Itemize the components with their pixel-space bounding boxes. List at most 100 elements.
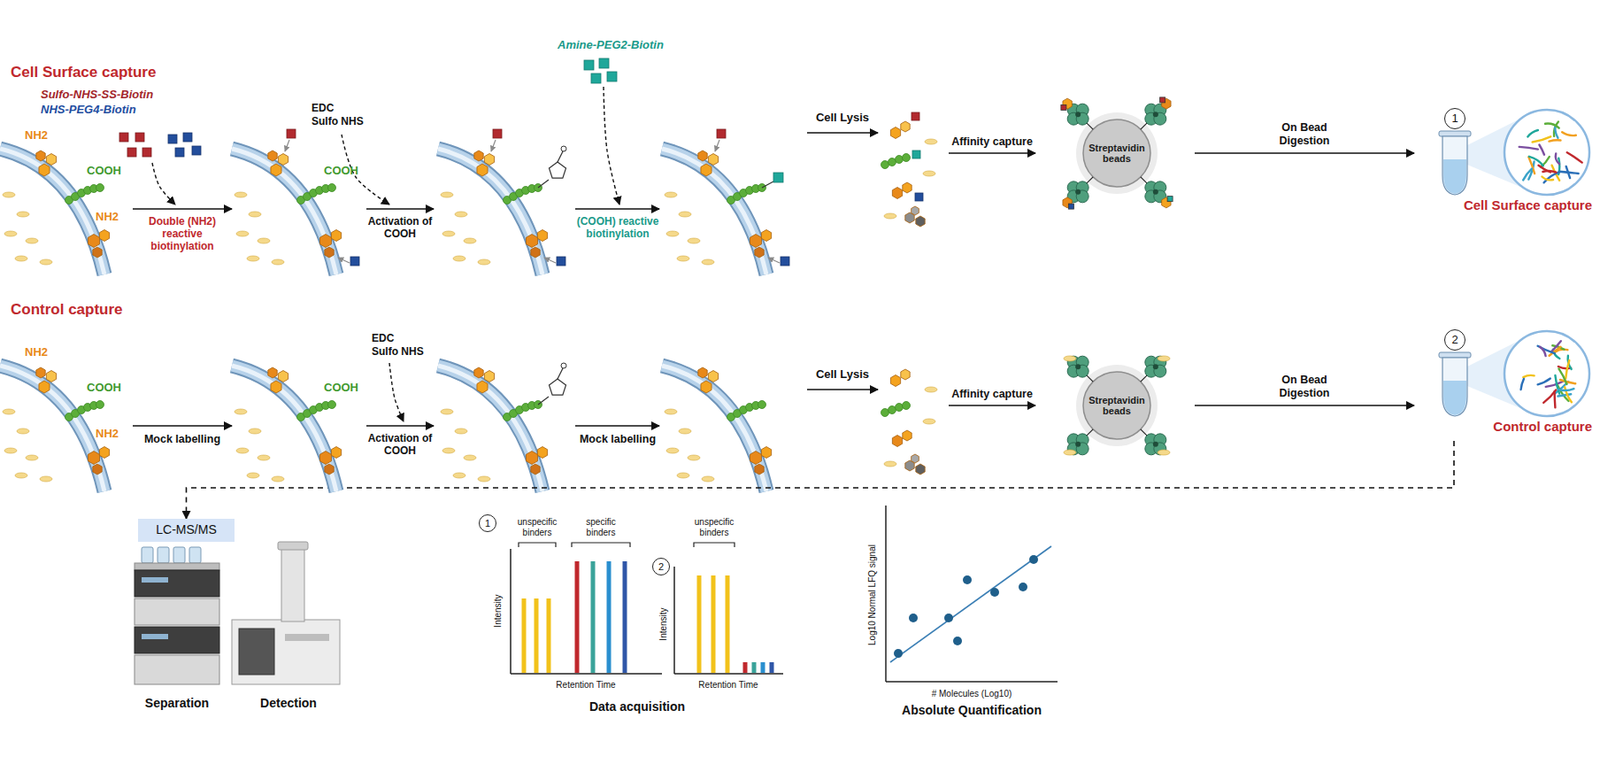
ms-panel <box>238 628 275 675</box>
membrane-stage <box>661 129 790 275</box>
protein-subunit <box>38 380 50 393</box>
membrane-stage: NH2COOHNH2 <box>0 123 133 275</box>
cytosolic-protein <box>25 238 39 244</box>
cytosolic-protein <box>678 428 692 434</box>
text-label: Cell Surface capture <box>10 63 156 82</box>
cytosolic-protein <box>15 255 28 262</box>
intensity-bar <box>522 598 527 673</box>
biotin-tag <box>716 129 726 139</box>
cytosolic-protein <box>884 213 897 219</box>
protein-subunit <box>277 153 288 166</box>
axis <box>674 672 784 675</box>
text-label: Activation of COOH <box>360 215 440 241</box>
biotin-tag <box>1061 104 1067 110</box>
cytosolic-protein <box>664 192 677 198</box>
node-text: 2 <box>1451 333 1458 347</box>
cytosolic-protein <box>442 230 455 237</box>
intensity-bar <box>534 598 539 673</box>
protein-chain <box>96 400 105 409</box>
cytosolic-protein <box>676 472 690 478</box>
membrane-figure <box>231 123 365 275</box>
pointer-arrow <box>768 257 780 263</box>
peptide <box>1532 136 1552 142</box>
protein-subunit <box>36 150 46 162</box>
text-label: Double (NH2) reactive biotinylation <box>136 215 229 253</box>
protein-subunit <box>915 463 925 475</box>
reagent-arrow <box>389 362 404 422</box>
peptide <box>1558 388 1574 391</box>
lc-module <box>134 598 220 625</box>
chemical-bond <box>557 368 563 379</box>
protein-subunit <box>324 246 334 258</box>
cytosolic-protein <box>687 238 700 244</box>
streptavidin-bead <box>1083 119 1151 187</box>
protein-subunit <box>476 163 488 177</box>
biotin-tag <box>1160 97 1166 103</box>
protein-subunit <box>46 370 56 383</box>
biotin-tag <box>119 132 129 142</box>
protein-subunit <box>530 246 540 258</box>
intensity-bar <box>761 661 766 673</box>
protein-subunit <box>476 380 488 393</box>
protein-subunit <box>474 367 484 378</box>
cytosolic-protein <box>25 454 39 461</box>
node-text: NH2 <box>95 427 119 441</box>
peptide <box>1554 126 1558 138</box>
cytosolic-protein <box>39 259 53 265</box>
cytosolic-protein <box>248 428 262 434</box>
sample-tube-panel: Cell Surface capture1 <box>1414 106 1596 220</box>
intensity-bar <box>752 661 757 673</box>
process-arrow <box>807 388 878 391</box>
text-label: Absolute Quantification <box>883 702 1061 717</box>
streptavidin-subunit <box>1076 442 1089 455</box>
streptavidin-core <box>1075 441 1081 447</box>
protein-subunit <box>526 234 539 248</box>
cytosolic-protein <box>1063 355 1077 362</box>
pointer-arrow <box>715 139 720 152</box>
chemical-bond <box>761 181 774 188</box>
connector-arrow <box>132 424 232 427</box>
protein-subunit <box>484 153 494 166</box>
text-label: EDC <box>371 332 394 346</box>
node-text: COOH <box>86 381 122 395</box>
protein-subunit <box>474 150 484 162</box>
cytosolic-protein <box>477 476 491 482</box>
cell-membrane <box>661 148 767 275</box>
text-label: Log10 Normal LFQ signal <box>867 544 878 646</box>
data-point <box>908 613 918 623</box>
cytosolic-protein <box>246 255 260 262</box>
biotin-tag <box>192 146 201 155</box>
membrane-figure <box>0 340 133 492</box>
cell-membrane <box>438 365 543 492</box>
magnifier-circle <box>1504 109 1590 195</box>
axis <box>509 548 512 674</box>
cytosolic-protein <box>234 408 247 415</box>
biotin-tag <box>183 132 193 142</box>
cytosolic-protein <box>1157 449 1170 455</box>
cell-membrane <box>231 365 337 492</box>
cell-membrane <box>438 148 543 275</box>
cytosolic-protein <box>257 454 270 461</box>
protein-subunit <box>900 369 910 380</box>
peptide <box>1539 346 1547 356</box>
biotin-tag <box>127 147 137 157</box>
streptavidin-core <box>1153 111 1159 117</box>
solvent-bottle <box>189 546 201 563</box>
protein-subunit <box>761 230 771 242</box>
data-point <box>1029 554 1039 564</box>
protein-chain <box>328 184 337 193</box>
protein-chain <box>96 184 105 193</box>
text-label: Retention Time <box>679 679 777 691</box>
protein-subunit <box>324 463 334 475</box>
arrows <box>152 86 1036 426</box>
text-label: Affinity capture <box>946 387 1039 400</box>
node-text: COOH <box>323 381 359 395</box>
streptavidin-bead: Streptavidin beads <box>1038 75 1195 231</box>
reagent-arrow <box>152 162 176 205</box>
protein-chain <box>328 400 337 409</box>
cytosolic-protein <box>454 428 468 434</box>
intensity-bar <box>769 661 775 673</box>
connector-arrow <box>1194 152 1415 154</box>
protein-subunit <box>915 215 925 227</box>
